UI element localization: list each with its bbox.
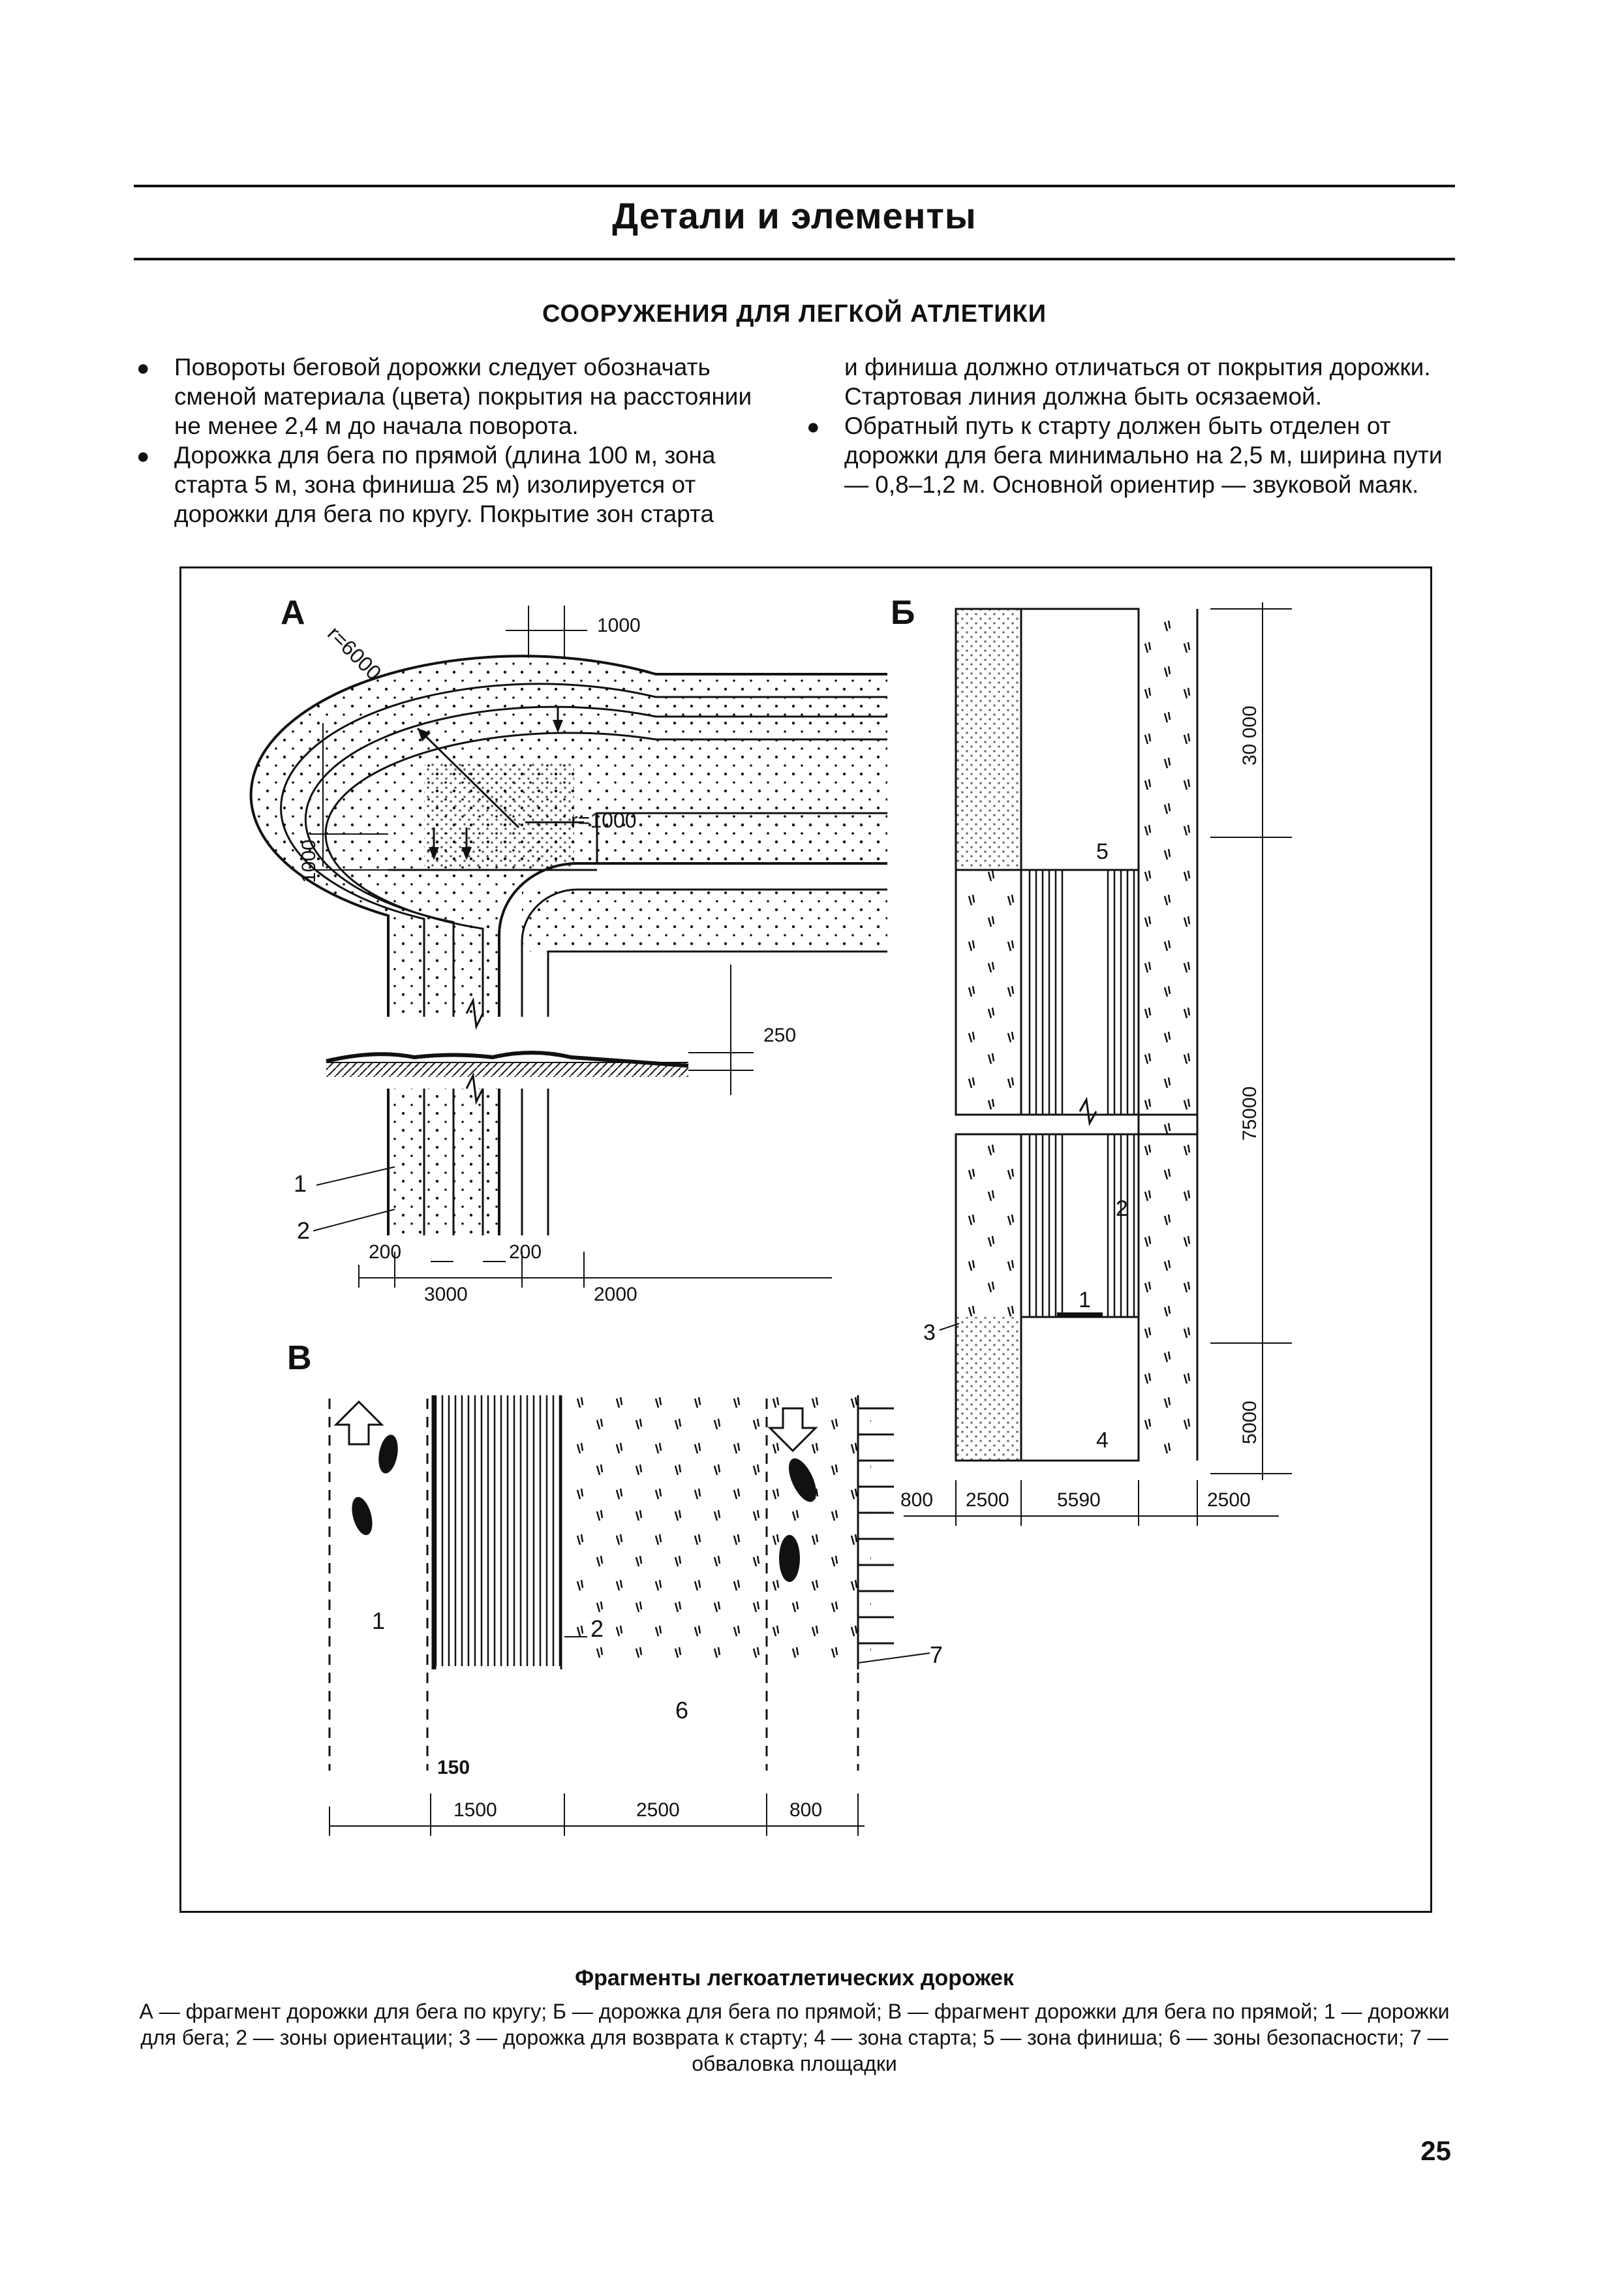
section-title: Детали и элементы [612,195,977,236]
panel-b-dim-5590: 5590 [1057,1489,1101,1511]
panel-a-dim-top: 1000 [597,615,641,636]
footprint-icon [779,1535,800,1582]
panel-b-callout-3: 3 [923,1320,936,1345]
bullet-icon: ● [806,414,820,439]
footprint-icon [378,1434,398,1474]
panel-b-dim-2500-a: 2500 [966,1489,1009,1511]
panel-a-letter: А [281,594,305,632]
figure-drawing: А r=6000 r=1000 1000 [249,594,1292,1836]
bullet-icon: ● [136,356,150,380]
panel-v-dim-2500: 2500 [636,1799,680,1821]
figure-caption-title: Фрагменты легкоатлетических дорожек [575,1966,1014,1990]
footprint-icon [788,1458,817,1502]
panel-b-callout-2: 2 [1116,1196,1128,1221]
panel-a-dim-left: 1000 [298,839,320,883]
header-rule-bottom [134,258,1455,260]
panel-b-callout-5: 5 [1096,839,1109,864]
bullet-text: Дорожка для бега по прямой (длина 100 м,… [174,442,716,527]
panel-a-callout-2: 2 [297,1217,310,1244]
panel-a-dim-2000: 2000 [594,1284,637,1305]
bullet-item: ● Обратный путь к старту должен быть отд… [804,411,1455,499]
bullet-item: ● Повороты беговой дорожки следует обозн… [134,352,773,441]
panel-b-dim-5000: 5000 [1239,1401,1261,1444]
figure-caption-text: А — фрагмент дорожки для бега по кругу; … [139,2000,1450,2075]
panel-v-dim-1500: 1500 [453,1799,497,1821]
header-rule-top [134,185,1455,187]
right-column: и финиша должно отличаться от покрытия д… [804,352,1455,499]
page-number: 25 [1420,2135,1451,2166]
footprint-icon [352,1496,373,1536]
panel-a-dim-3000: 3000 [424,1284,468,1305]
panel-v-dim-800: 800 [789,1799,822,1821]
panel-v-callout-7: 7 [930,1641,943,1668]
down-arrow-icon [767,1407,818,1453]
panel-a-callout-1: 1 [294,1170,307,1197]
panel-b: Б 5 4 1 2 3 [891,594,1292,1526]
panel-a-dim-200-left: 200 [369,1241,401,1263]
bullet-text: Обратный путь к старту должен быть отдел… [844,412,1443,498]
left-column: ● Повороты беговой дорожки следует обозн… [134,352,773,529]
panel-b-callout-1: 1 [1079,1288,1091,1312]
panel-a-radius-outer: r=6000 [323,621,386,685]
panel-b-dim-75000: 75000 [1239,1087,1261,1141]
embankment-ticks [858,1407,894,1645]
panel-v-letter: В [287,1339,312,1377]
subsection-title: СООРУЖЕНИЯ ДЛЯ ЛЕГКОЙ АТЛЕТИКИ [542,300,1047,328]
panel-b-callout-4: 4 [1096,1428,1109,1453]
panel-v-dim-150: 150 [437,1757,470,1778]
figure-frame [179,566,1432,1913]
panel-v-callout-1: 1 [372,1607,385,1634]
panel-v-callout-6: 6 [675,1697,688,1724]
paragraph-continuation: и финиша должно отличаться от покрытия д… [844,354,1431,410]
panel-a-radius-inner: r=1000 [571,809,637,832]
panel-a-dim-depth: 250 [763,1025,796,1046]
panel-b-dim-30000: 30 000 [1239,705,1261,766]
bullet-item: ● Дорожка для бега по прямой (длина 100 … [134,441,773,529]
panel-v-callout-2: 2 [590,1615,604,1642]
panel-b-letter: Б [891,594,915,632]
panel-b-dim-2500-b: 2500 [1207,1489,1251,1511]
panel-b-dim-800: 800 [900,1489,933,1511]
bullet-icon: ● [136,444,150,469]
panel-a-dim-200-right: 200 [509,1241,542,1263]
up-arrow-icon [333,1400,384,1446]
bullet-text: Повороты беговой дорожки следует обознач… [174,354,752,439]
panel-a: А r=6000 r=1000 1000 [249,594,887,1305]
direction-arrow-icon [429,707,563,860]
panel-v: В 1 2 6 7 [287,1339,943,1836]
